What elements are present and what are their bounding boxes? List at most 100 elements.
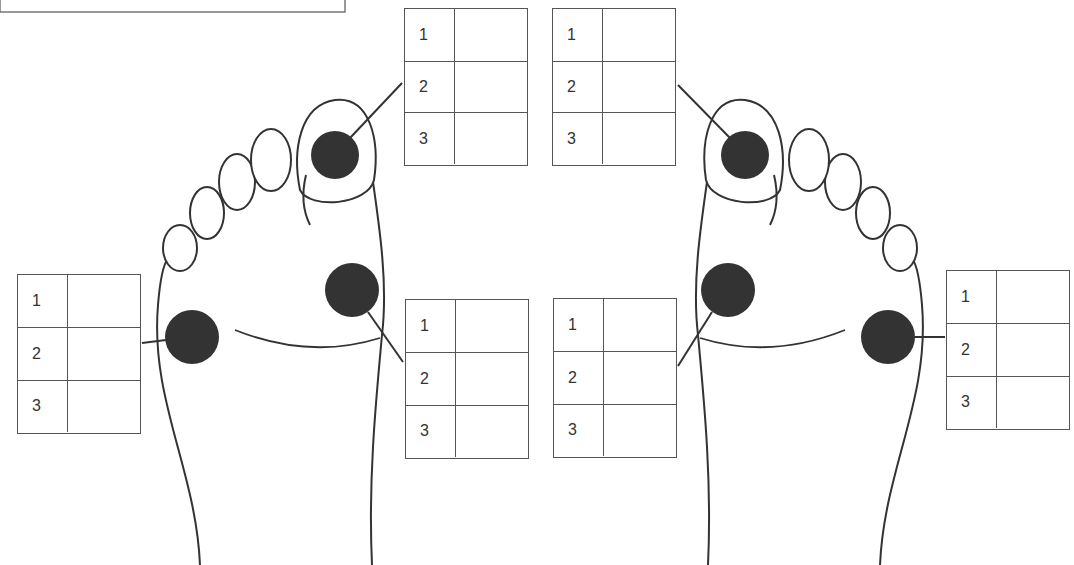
toe [251,129,291,191]
callout-number: 1 [420,317,429,335]
number-cell: 2 [947,324,997,375]
empty-cell [68,381,140,432]
empty-cell [604,299,676,351]
table-row: 1 [553,9,675,61]
empty-cell [997,271,1069,323]
table-row: 2 [554,351,676,403]
foot-outline [157,258,200,565]
table-row: 1 [947,271,1069,323]
number-cell: 1 [18,275,68,327]
left-foot [157,100,384,565]
empty-cell [456,353,528,404]
number-cell: 3 [947,377,997,428]
crease-line [235,330,380,347]
callout-number: 3 [567,130,576,148]
empty-cell [455,62,527,113]
empty-cell [456,406,528,457]
number-cell: 1 [947,271,997,323]
toe [219,154,255,210]
table-row: 2 [405,61,527,113]
table-row: 3 [405,112,527,164]
toe [163,225,197,271]
empty-cell [604,405,676,456]
callout-number: 2 [420,370,429,388]
callout-number: 1 [567,26,576,44]
number-table: 1 2 3 [405,299,529,459]
leader-line [678,85,730,138]
right-foot [696,100,923,565]
cropped-box [0,0,345,12]
table-row: 3 [553,112,675,164]
point-dot [325,263,379,317]
leader-line [142,340,166,343]
callout-number: 3 [568,421,577,439]
leader-line [678,312,712,366]
table-row: 3 [947,376,1069,428]
empty-cell [997,377,1069,428]
empty-cell [68,275,140,327]
callout-number: 2 [32,345,41,363]
number-table: 1 2 3 [17,274,141,434]
table-row: 1 [18,275,140,327]
empty-cell [604,352,676,403]
callout-number: 2 [961,341,970,359]
table-row: 2 [18,327,140,379]
empty-cell [456,300,528,352]
callout-number: 2 [567,78,576,96]
callout-number: 3 [419,130,428,148]
callout-number: 3 [32,397,41,415]
number-cell: 3 [553,113,603,164]
callout-number: 1 [568,316,577,334]
empty-cell [603,9,675,61]
table-row: 1 [554,299,676,351]
number-cell: 3 [406,406,456,457]
callout-number: 3 [961,393,970,411]
callout-number: 2 [568,369,577,387]
number-cell: 1 [406,300,456,352]
empty-cell [455,113,527,164]
number-cell: 2 [406,353,456,404]
empty-cell [68,328,140,379]
leader-line [914,336,945,338]
empty-cell [603,62,675,113]
table-row: 2 [947,323,1069,375]
number-cell: 2 [18,328,68,379]
table-row: 2 [406,352,528,404]
number-cell: 1 [405,9,455,61]
table-row: 3 [554,404,676,456]
number-cell: 1 [553,9,603,61]
number-cell: 2 [554,352,604,403]
empty-cell [603,113,675,164]
leader-line [368,312,403,362]
callout-number: 3 [420,422,429,440]
table-row: 3 [18,380,140,432]
point-dot [311,131,359,179]
number-cell: 3 [405,113,455,164]
leader-line [350,83,402,138]
number-table: 1 2 3 [404,8,528,166]
number-cell: 2 [553,62,603,113]
number-table: 1 2 3 [946,270,1070,430]
number-table: 1 2 3 [553,298,677,458]
table-row: 2 [553,61,675,113]
callout-number: 2 [419,78,428,96]
big-toe [297,100,375,203]
empty-cell [455,9,527,61]
callout-number: 1 [32,292,41,310]
number-cell: 3 [18,381,68,432]
table-row: 1 [405,9,527,61]
point-dot [165,310,219,364]
table-row: 1 [406,300,528,352]
number-cell: 3 [554,405,604,456]
table-row: 3 [406,405,528,457]
callout-number: 1 [961,288,970,306]
empty-cell [997,324,1069,375]
number-cell: 2 [405,62,455,113]
number-cell: 1 [554,299,604,351]
foot-outline [371,175,384,565]
toe [190,187,224,239]
toe-line [303,175,310,225]
leader-lines [142,83,945,366]
number-table: 1 2 3 [552,8,676,166]
